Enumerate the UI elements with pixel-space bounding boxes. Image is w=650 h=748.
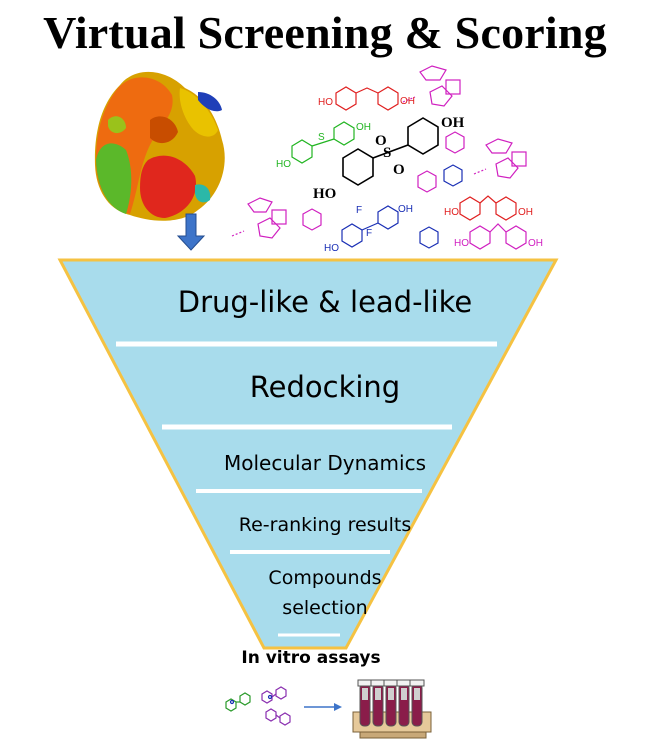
ligand-label: O: [375, 133, 387, 149]
ligand-label: OH: [356, 122, 371, 133]
ligand-label: HO: [313, 186, 336, 202]
screening-funnel: [57, 258, 559, 650]
ligand-label: OH: [400, 96, 415, 107]
ligand-label: HO: [454, 238, 469, 249]
ligand-label: OH: [441, 115, 465, 131]
ligand-label: F: [366, 228, 372, 239]
funnel-stage-4: Re-ranking results: [238, 514, 412, 536]
ligand-label: OH: [518, 207, 533, 218]
ligand-label: OH: [528, 238, 543, 249]
right-arrow-icon: [304, 703, 342, 711]
ligand-label: S: [318, 132, 325, 143]
ligand-label: HO: [318, 97, 333, 108]
test-tube-rack-icon: [352, 679, 432, 739]
ligand-label: O: [393, 162, 405, 178]
funnel-stage-2: Redocking: [249, 370, 401, 404]
funnel-stage-5: Compounds: [268, 567, 382, 589]
ligand-label: S: [383, 145, 391, 161]
assay-molecules: [225, 686, 291, 726]
funnel-stage-3: Molecular Dynamics: [223, 451, 427, 475]
ligand-label: HO: [444, 207, 459, 218]
funnel-stage-5-line2: selection: [282, 597, 368, 619]
diagram-title: Virtual Screening & Scoring: [43, 7, 607, 58]
protein-surface-icon: [94, 71, 225, 221]
ligand-label: HO: [276, 159, 291, 170]
ligand-library: [231, 65, 527, 250]
assay-label: In vitro assays: [241, 648, 381, 668]
ligand-label: OH: [398, 204, 413, 215]
down-arrow-icon: [176, 213, 206, 251]
ligand-label: F: [356, 205, 362, 216]
ligand-label: HO: [324, 243, 339, 254]
funnel-stage-1: Drug-like & lead-like: [177, 285, 473, 319]
